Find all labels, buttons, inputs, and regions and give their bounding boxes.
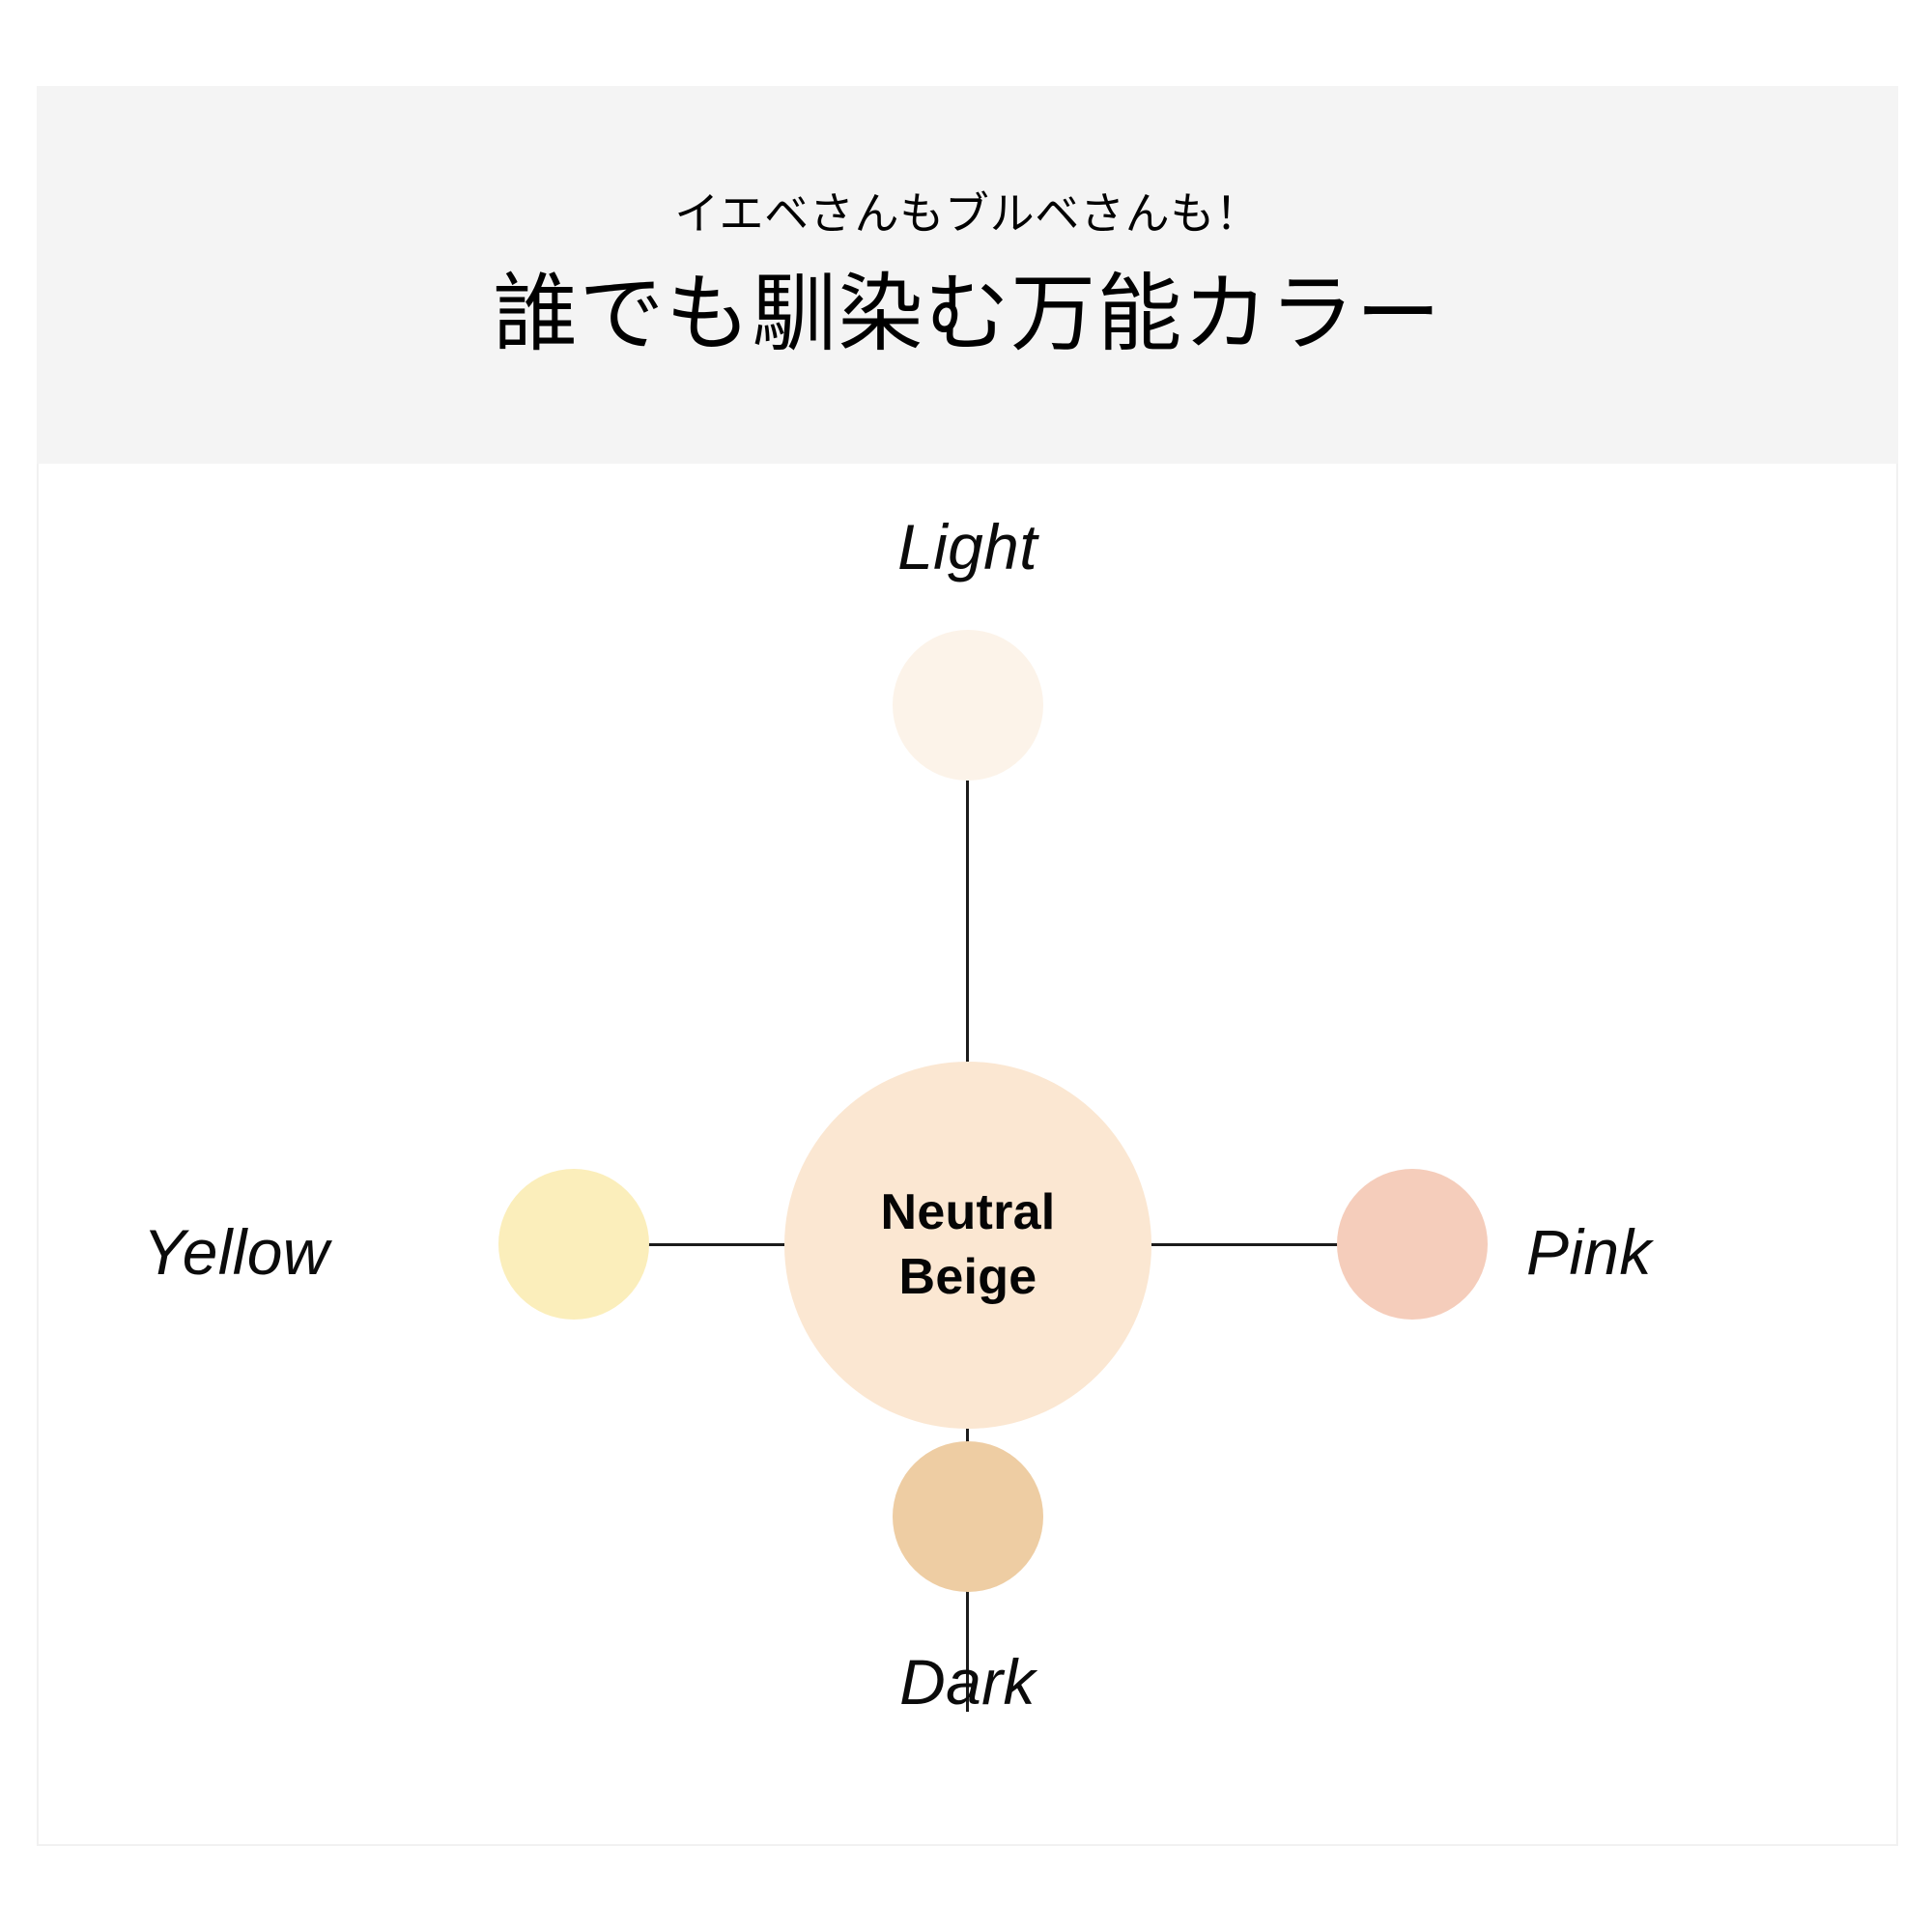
node-dark-swatch[interactable] <box>893 1441 1043 1592</box>
axis-label-dark: Dark <box>899 1646 1036 1718</box>
diagram-panel: Neutral Beige Light Pink Dark Yellow <box>37 464 1898 1846</box>
infographic-card: イエベさんもブルベさんも！ 誰でも馴染む万能カラー Neutral Beige <box>37 86 1898 1846</box>
header-subtitle: イエベさんもブルベさんも！ <box>674 188 1261 240</box>
connector-center-to-pink <box>1148 1243 1339 1246</box>
node-light-swatch[interactable] <box>893 630 1043 781</box>
node-neutral-beige-label-line1: Neutral <box>880 1184 1056 1241</box>
axis-label-light: Light <box>897 511 1037 582</box>
axis-label-pink: Pink <box>1526 1216 1652 1288</box>
node-neutral-beige[interactable]: Neutral Beige <box>784 1062 1151 1429</box>
node-pink-swatch[interactable] <box>1337 1169 1488 1320</box>
diagram-stage: Neutral Beige Light Pink Dark Yellow <box>39 464 1896 1844</box>
connector-center-to-yellow <box>647 1243 788 1246</box>
page-title: 誰でも馴染む万能カラー <box>493 266 1442 362</box>
axis-label-yellow: Yellow <box>143 1216 329 1288</box>
connector-center-to-light <box>966 781 969 1065</box>
node-yellow-swatch[interactable] <box>498 1169 649 1320</box>
header-band: イエベさんもブルベさんも！ 誰でも馴染む万能カラー <box>37 86 1898 464</box>
node-neutral-beige-label: Neutral Beige <box>881 1180 1056 1309</box>
node-neutral-beige-label-line2: Beige <box>898 1249 1037 1305</box>
